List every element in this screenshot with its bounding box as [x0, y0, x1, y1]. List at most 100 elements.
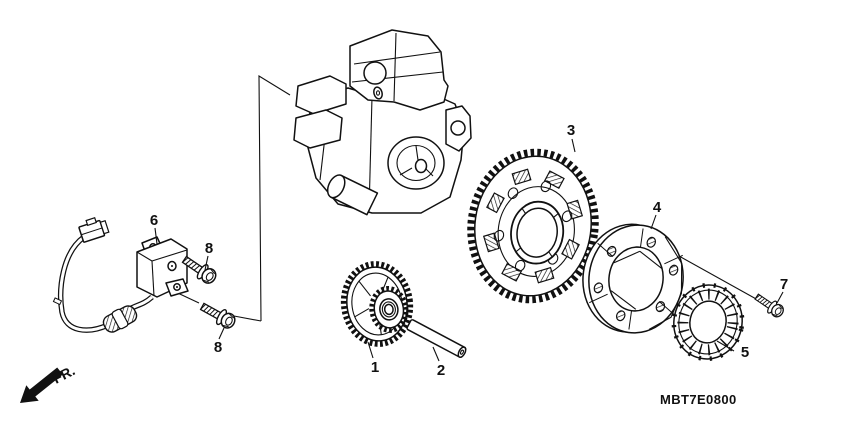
- spoke: [380, 276, 389, 295]
- clutch-inner-ring: [689, 300, 727, 344]
- part-labels: 1 2 3 4 5 6 7 8 8: [150, 122, 788, 379]
- hatched-pad: [486, 192, 505, 214]
- head-small-port-hole: [375, 90, 381, 96]
- head-facet-line: [393, 32, 397, 102]
- part-label-3: 3: [567, 122, 575, 139]
- connector-seam: [81, 227, 103, 236]
- part-label-7: 7: [780, 276, 788, 293]
- shaft-end-hole: [459, 349, 465, 355]
- starter-clutch-gear: [467, 148, 599, 304]
- spoke: [354, 308, 370, 318]
- one-way-clutch: [671, 282, 745, 362]
- spoke: [358, 280, 371, 297]
- starter-reduction-gear: [340, 261, 414, 347]
- plate-hole: [668, 264, 679, 276]
- rib: [628, 310, 633, 330]
- gear-center-bore: [516, 207, 558, 258]
- hatched-pad: [501, 262, 523, 282]
- crankcase-bottom-stub: [326, 174, 379, 216]
- leader-4: [650, 214, 657, 230]
- wire-core: [59, 235, 109, 332]
- sensor-face-dot: [171, 265, 173, 267]
- bolt-lower-leader-tail: [233, 315, 262, 322]
- plate-hole: [593, 282, 604, 294]
- pulse-generator: [52, 217, 189, 333]
- wire-outline: [57, 234, 110, 333]
- part-label-4: 4: [653, 199, 662, 216]
- plate-radial-ribs: [589, 228, 683, 330]
- leader-6: [154, 227, 158, 245]
- leader-7: [776, 291, 784, 304]
- connector-latch: [85, 217, 97, 227]
- gear-hole: [493, 229, 505, 242]
- rib: [639, 228, 644, 248]
- pinion-bore: [383, 303, 394, 316]
- wire-connector: [78, 217, 110, 243]
- bore-notch: [515, 247, 522, 253]
- part-label-8-upper: 8: [205, 240, 213, 257]
- clutch-opening-inner: [396, 144, 436, 182]
- gear-hole: [507, 187, 519, 200]
- shaft-end-cap: [457, 346, 467, 358]
- grommet-ring: [111, 308, 129, 330]
- gear-hole: [561, 210, 573, 223]
- rib: [597, 242, 614, 257]
- plate-facet-edges: [648, 236, 683, 330]
- head-small-port: [373, 86, 383, 100]
- bore-notch: [521, 207, 527, 214]
- gear-shaft: [406, 319, 467, 359]
- pinion-teeth: [369, 285, 409, 333]
- body-front-edge: [151, 260, 155, 297]
- reduction-gear-teeth: [340, 261, 414, 347]
- leader-8-lower: [218, 327, 225, 340]
- pinion-gear: [369, 285, 409, 333]
- leader-3: [571, 138, 576, 153]
- part-label-2: 2: [437, 362, 445, 379]
- hatched-pad: [543, 170, 565, 190]
- web-line: [613, 250, 641, 264]
- head-cover-port: [363, 61, 387, 85]
- clutch-band-contour: [678, 289, 738, 355]
- gear-hole: [514, 259, 526, 272]
- bore-notch: [553, 212, 559, 218]
- front-direction-indicator: FR.: [20, 362, 77, 403]
- hatched-pad: [561, 238, 580, 260]
- gear-teeth-ring: [467, 148, 599, 304]
- clutch-cage-nubs: [671, 282, 745, 362]
- front-arrow-icon: [20, 367, 63, 403]
- leader-8-upper: [204, 255, 209, 271]
- opening-spoke: [415, 145, 419, 161]
- bracket-hole: [450, 120, 466, 136]
- rib: [664, 254, 683, 265]
- leader-5: [716, 340, 735, 352]
- leader-1: [367, 341, 374, 359]
- plate-hole: [646, 236, 657, 248]
- wire-grommet: [102, 305, 138, 333]
- wire-clip: [52, 297, 63, 306]
- leader-2: [432, 346, 440, 362]
- part-label-8-lower: 8: [214, 339, 222, 356]
- rib: [658, 301, 675, 316]
- crank-end-stub: [414, 158, 428, 174]
- diagram-part-code: MBT7E0800: [660, 392, 737, 407]
- front-label: FR.: [50, 362, 77, 386]
- gear-hole: [540, 180, 552, 193]
- engine-left-boss-lower: [293, 109, 343, 149]
- plate-hole: [615, 310, 626, 322]
- opening-spoke: [399, 167, 413, 176]
- hatched-pad: [511, 168, 532, 186]
- pinion-hub-step: [381, 301, 396, 318]
- gear-face-ring: [497, 186, 575, 277]
- friction-pads: [482, 168, 584, 284]
- web-line: [610, 290, 637, 310]
- clutch-outer-plate: [582, 223, 684, 334]
- hatched-pad: [534, 266, 555, 284]
- shaft-body: [406, 319, 467, 359]
- gear-bolt-holes: [493, 180, 573, 272]
- rib: [589, 293, 608, 304]
- part-label-5: 5: [741, 344, 749, 361]
- plate-inner-web: [610, 250, 663, 310]
- engine-location-leader: [258, 75, 291, 322]
